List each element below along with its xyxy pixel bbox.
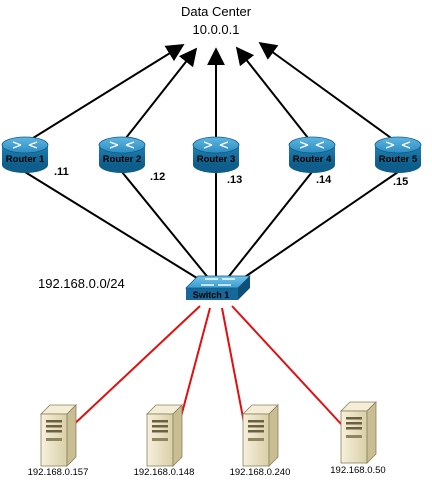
router-top [98,136,146,154]
router-1: Router 1 [1,136,49,173]
router-ip-suffix: .14 [316,174,332,186]
router-arrows-icon [109,141,135,149]
data-center-title: Data Center [181,4,252,19]
uplink-arrow-router-5 [258,41,399,144]
server-drive-bay [152,430,168,433]
switch-side [238,276,250,300]
link-switch-server-3 [221,307,246,429]
servers [40,401,377,467]
router-links [24,168,399,284]
link-router-1-switch [24,171,206,284]
server-3 [242,404,279,467]
link-switch-server-1 [69,305,201,429]
uplink-arrow-router-4 [235,46,313,144]
link-router-5-switch [235,171,399,284]
link-switch-server-4 [231,305,343,426]
server-ip-label: 192.168.0.240 [230,467,291,478]
server-drive-bay [248,430,264,433]
server-drive-bay [346,417,362,420]
server-slot [46,438,62,441]
server-drive-bay [248,420,264,423]
server-drive-bay [248,425,264,428]
uplink-arrows [24,41,399,144]
router-top [192,136,240,154]
router-ip-suffix: .13 [227,174,242,186]
server-slot [152,438,168,441]
server-ip-label: 192.168.0.157 [28,467,89,478]
server-slot [248,438,264,441]
uplink-arrow-router-1 [24,44,185,144]
server-ip-label: 192.168.0.50 [330,465,385,476]
server-drive-bay [152,425,168,428]
switch-front [186,288,238,300]
router-label: Router 2 [103,154,142,165]
router-label: Router 1 [6,154,45,165]
router-arrows-icon [12,141,38,149]
router-ip-suffix: .12 [150,171,165,183]
server-ip-label: 192.168.0.148 [134,467,195,478]
server-links [69,305,343,429]
routers: Router 1 Router 2 Router 3 Router 4 Router 5 [1,136,422,173]
router-label: Router 4 [293,154,332,165]
server-ip-labels: 192.168.0.157 192.168.0.148 192.168.0.24… [28,465,386,478]
router-top [1,136,49,154]
router-top [288,136,336,154]
router-ip-suffixes: .11 .12 .13 .14 .15 [54,166,408,188]
link-router-2-switch [121,171,211,281]
uplink-arrow-router-2 [121,47,198,144]
router-2: Router 2 [98,136,146,173]
router-5: Router 5 [374,136,422,173]
router-3: Router 3 [192,136,240,173]
router-ip-suffix: .15 [393,176,408,188]
server-side [366,401,377,464]
server-1 [40,404,77,467]
link-router-4-switch [225,171,313,281]
server-side [268,404,279,467]
switch-arrows-icon [201,278,235,286]
server-drive-bay [346,427,362,430]
router-top [374,136,422,154]
server-4 [340,401,377,464]
router-arrows-icon [203,141,229,149]
switch-1: Switch 1 [185,275,251,300]
server-drive-bay [46,420,62,423]
server-drive-bay [46,430,62,433]
subnet-label: 192.168.0.0/24 [38,276,125,291]
data-center-ip: 10.0.0.1 [193,22,240,37]
server-drive-bay [152,420,168,423]
server-side [172,404,183,467]
server-2 [146,404,183,467]
router-label: Router 5 [379,154,418,165]
router-ip-suffix: .11 [54,166,69,178]
server-side [66,404,77,467]
server-drive-bay [346,422,362,425]
router-arrows-icon [299,141,325,149]
router-label: Router 3 [197,154,236,165]
switch-label: Switch 1 [193,290,230,300]
server-drive-bay [46,425,62,428]
server-slot [346,435,362,438]
router-arrows-icon [385,141,411,149]
link-switch-server-2 [177,307,211,429]
router-4: Router 4 [288,136,336,173]
